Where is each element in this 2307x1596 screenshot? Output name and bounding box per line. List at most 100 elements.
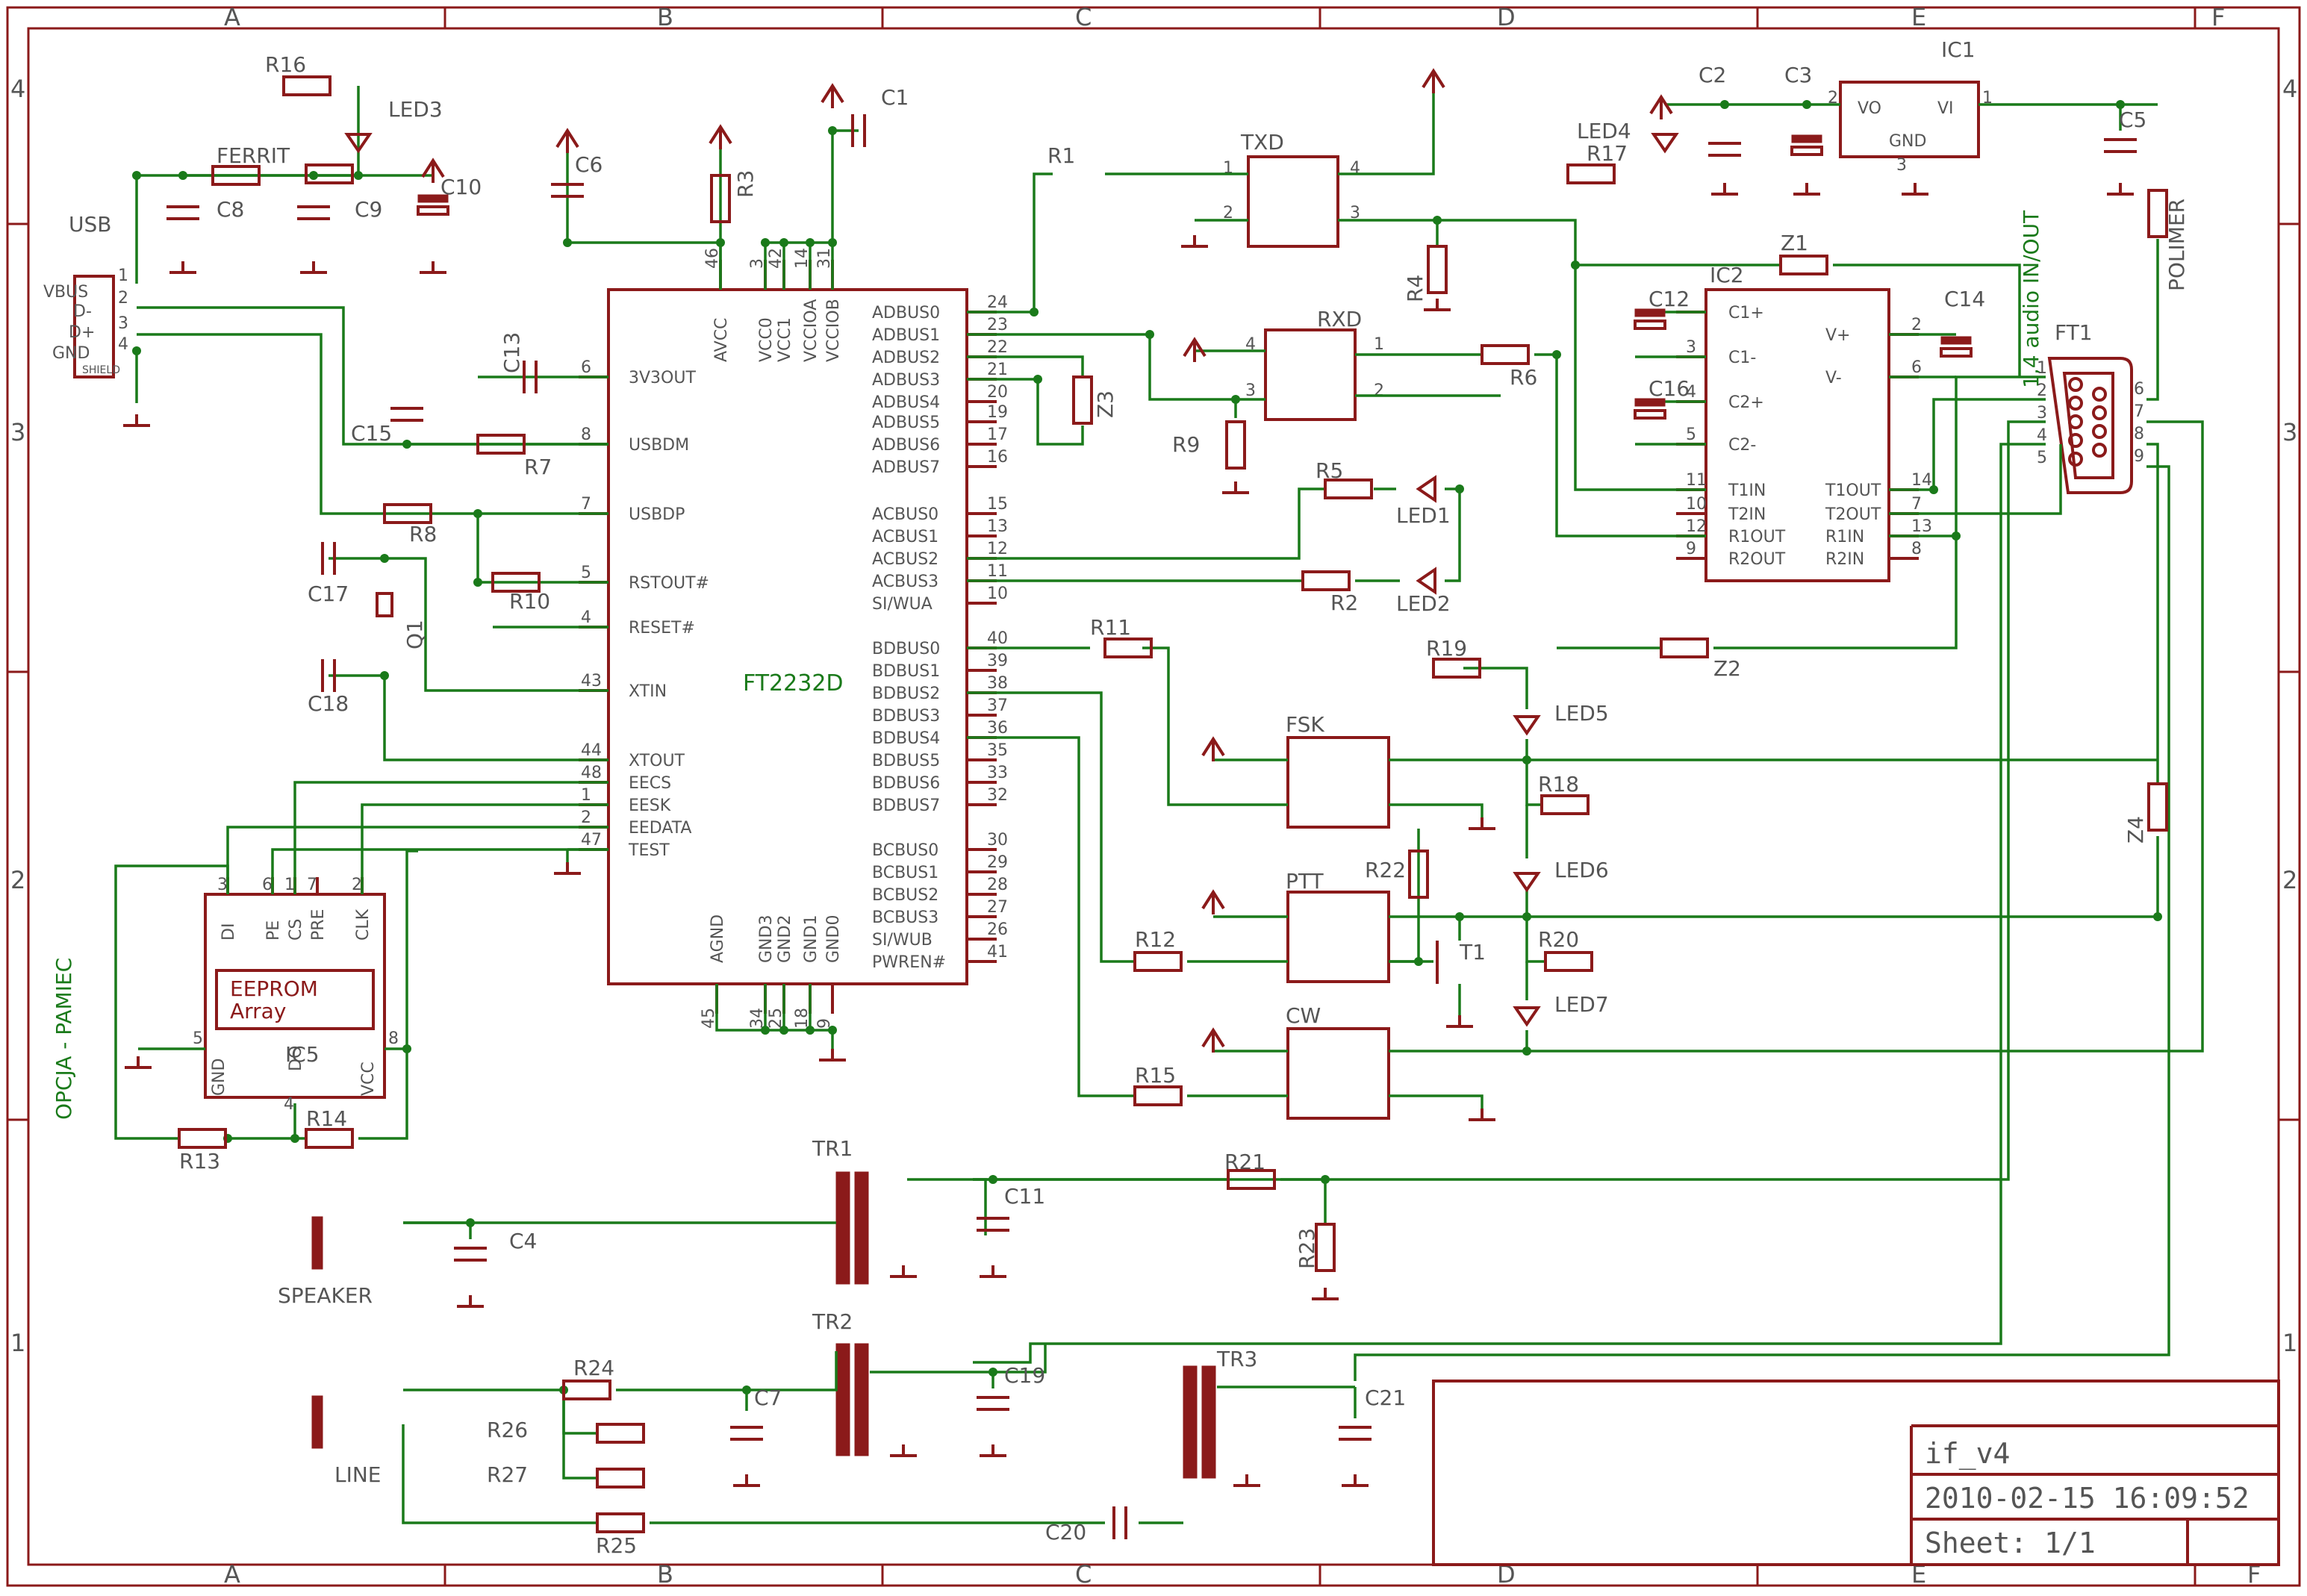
ft-right-pin-num: 10	[987, 585, 1008, 603]
junction-dot	[716, 238, 725, 247]
electrolytic-plate	[1634, 308, 1666, 317]
junction-dot	[132, 171, 141, 180]
resistor	[710, 174, 731, 223]
ft-right-pin-num: 33	[987, 764, 1008, 782]
junction-dot	[354, 171, 363, 180]
ft-bottom-pin-num: 18	[793, 1008, 812, 1029]
supply-arrow	[1201, 1027, 1225, 1053]
opto-rxd-p1: 1	[1374, 335, 1384, 354]
label-r25: R25	[596, 1533, 637, 1558]
label-c8: C8	[217, 197, 244, 222]
resistor	[1225, 420, 1246, 470]
ft-right-pin-num: 37	[987, 696, 1008, 715]
ground-symbol	[1793, 183, 1820, 196]
ft-top-pin-name: VCCIOB	[824, 299, 843, 362]
usb-num-2: 2	[118, 289, 128, 308]
ft-right-pin-num: 39	[987, 652, 1008, 670]
electrolytic-plate	[1790, 146, 1823, 156]
electrolytic-plate	[1791, 134, 1822, 143]
junction-dot	[2116, 100, 2125, 109]
ic2-right-pin-num: 8	[1911, 540, 1922, 558]
ground-symbol	[1233, 1474, 1260, 1487]
ft-right-pin-name: BCBUS1	[872, 864, 938, 882]
label-c15: C15	[351, 421, 392, 446]
resistor	[1427, 245, 1448, 294]
ft-right-pin-name: BDBUS1	[872, 662, 940, 681]
ic1-p1: 1	[1982, 89, 1993, 107]
label-led6: LED6	[1554, 858, 1609, 882]
ft1-p7: 7	[2134, 402, 2144, 421]
ic5-top-pin-num: 2	[352, 876, 362, 894]
label-r22: R22	[1365, 858, 1406, 882]
line-label: LINE	[334, 1462, 382, 1487]
opto-ptt: PTT	[1286, 869, 1390, 983]
ft-right-pin-num: 22	[987, 338, 1008, 357]
junction-dot	[761, 1026, 770, 1035]
ft1-p5: 5	[2037, 449, 2047, 467]
supply-arrow	[821, 83, 844, 108]
resistor	[1103, 638, 1153, 658]
frame-column-labels: A B C D E F A B C D E F	[224, 3, 2261, 1589]
usb-title: USB	[69, 212, 111, 237]
ft-bottom-pin-name: GND2	[776, 915, 794, 963]
led	[1513, 872, 1541, 893]
col-label-top-f: F	[2211, 3, 2225, 31]
resistor	[476, 434, 526, 455]
ic1-vo: VO	[1858, 99, 1881, 118]
label-z2: Z2	[1713, 656, 1741, 681]
junction-dot	[1455, 912, 1464, 921]
ft-left-pin-num: 2	[581, 808, 591, 827]
led	[1416, 475, 1436, 503]
ic5-vcc: VCC	[359, 1062, 378, 1096]
label-r16: R16	[265, 52, 306, 77]
supply-arrow	[555, 128, 579, 153]
speaker-label: SPEAKER	[278, 1283, 373, 1308]
ft-right-pin-name: PWREN#	[872, 953, 946, 972]
ic2-right-pin-num: 14	[1911, 471, 1932, 490]
ic2-right-pin-name: R2IN	[1825, 550, 1864, 569]
resistor	[383, 503, 432, 524]
electrolytic-plate	[1634, 398, 1666, 407]
label-led7: LED7	[1554, 992, 1609, 1017]
ft-left-pin-num: 1	[581, 786, 591, 805]
ground-symbol	[554, 862, 581, 875]
label-r14: R14	[306, 1106, 347, 1131]
supply-arrow	[1649, 94, 1673, 119]
row-label-left-2: 2	[10, 866, 25, 894]
resistor	[1432, 658, 1481, 679]
ft-bottom-pin-name: AGND	[709, 914, 727, 963]
ft1-p3: 3	[2037, 404, 2047, 423]
note-opcja-pamiec: OPCJA - PAMIEC	[52, 958, 76, 1120]
label-c2: C2	[1699, 63, 1726, 87]
ft-right-pin-name: BDBUS7	[872, 797, 940, 815]
ic2-left-pin-name: T2IN	[1728, 505, 1766, 524]
label-r11: R11	[1090, 615, 1131, 640]
ft-left-pin-num: 6	[581, 358, 591, 377]
ft-top-pin-name: VCC1	[776, 317, 794, 362]
opto-rxd: RXD 4 3 1 2	[1245, 307, 1384, 421]
ic1-p3: 3	[1896, 156, 1907, 175]
ic2-left-pin-name: T1IN	[1728, 481, 1766, 500]
usb-num-4: 4	[118, 335, 128, 354]
junction-dot	[1145, 330, 1154, 339]
ft-right-pin-name: ADBUS3	[872, 371, 940, 390]
label-r20: R20	[1538, 927, 1579, 952]
electrolytic-plate	[1940, 336, 1972, 345]
ground-symbol	[1446, 1015, 1473, 1028]
label-r24: R24	[573, 1356, 614, 1380]
col-label-bot-c: C	[1075, 1560, 1092, 1589]
supply-arrow	[1422, 68, 1445, 93]
label-r17: R17	[1587, 141, 1628, 166]
wire-junctions	[132, 100, 2162, 1394]
ic2-right-pin-name: T2OUT	[1825, 505, 1881, 524]
ft-right-pin-num: 21	[987, 361, 1008, 379]
resistor	[2147, 189, 2168, 238]
resistor	[562, 1380, 611, 1400]
ft-right-pin-num: 24	[987, 293, 1008, 312]
transformer-tr1: TR1	[812, 1136, 869, 1285]
col-label-top-e: E	[1911, 3, 1926, 31]
ft1-p9: 9	[2134, 447, 2144, 466]
ft-right-pin-num: 28	[987, 876, 1008, 894]
col-label-top-c: C	[1075, 3, 1092, 31]
